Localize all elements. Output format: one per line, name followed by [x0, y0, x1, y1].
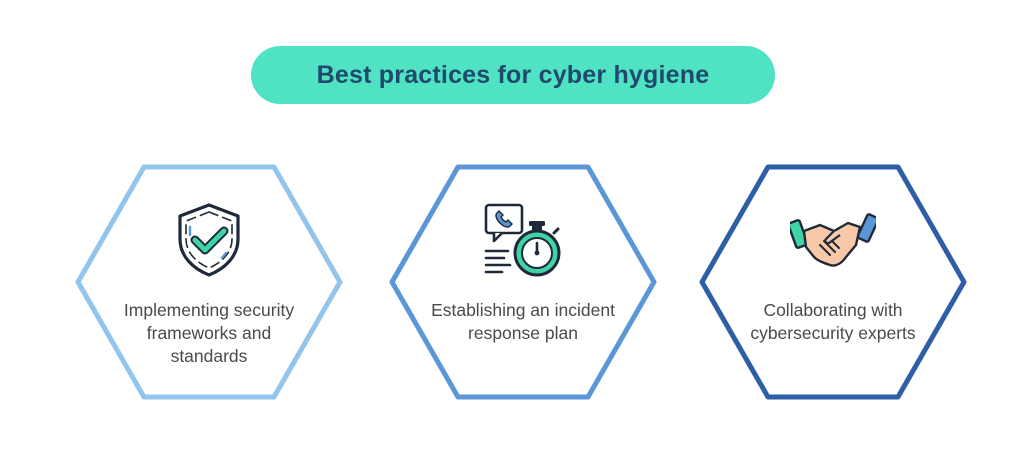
- phone-stopwatch-icon: [484, 203, 561, 277]
- practice-label: Establishing an incident response plan: [431, 300, 615, 343]
- handshake-icon: [790, 213, 876, 267]
- page-title: Best practices for cyber hygiene: [316, 60, 710, 89]
- practice-card-incident-response: Establishing an incident response plan: [388, 163, 658, 401]
- hexagon-frame: [75, 164, 343, 400]
- hexagon-frame: [389, 164, 657, 400]
- title-banner: Best practices for cyber hygiene: [251, 46, 775, 104]
- practice-label: Collaborating with cybersecurity experts: [750, 300, 916, 343]
- practice-card-frameworks: Implementing security frameworks and sta…: [74, 163, 344, 401]
- shield-check-icon: [178, 203, 240, 277]
- practice-card-collaboration: Collaborating with cybersecurity experts: [698, 163, 968, 401]
- practice-label: Implementing security frameworks and sta…: [123, 300, 295, 366]
- hexagon-frame: [699, 164, 967, 400]
